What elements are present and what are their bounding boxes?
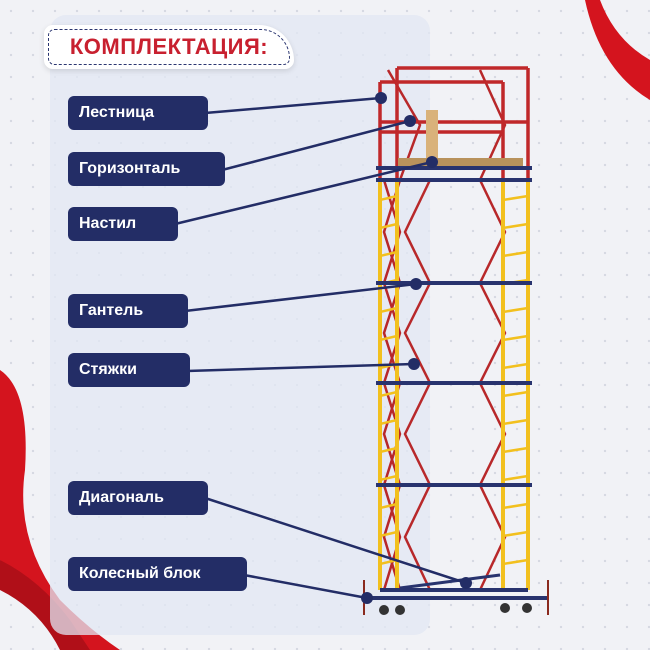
ladder-rung bbox=[379, 306, 398, 314]
label-ladder: Лестница bbox=[68, 96, 208, 130]
ladder-rung bbox=[502, 418, 529, 426]
ladder-rung bbox=[379, 530, 398, 538]
ladder-rung bbox=[502, 502, 529, 510]
ladder-rung bbox=[502, 474, 529, 482]
ladder-rung bbox=[379, 418, 398, 426]
label-wheel-block: Колесный блок bbox=[68, 557, 247, 591]
ladder-rung bbox=[502, 446, 529, 454]
ladder-rung bbox=[502, 222, 529, 230]
ladder-rung bbox=[379, 194, 398, 202]
ladder-rung bbox=[502, 334, 529, 342]
ladder-rung bbox=[502, 530, 529, 538]
label-dumbbell: Гантель bbox=[68, 294, 188, 328]
ladder-rung bbox=[379, 390, 398, 398]
ladder-rung bbox=[502, 362, 529, 370]
title-badge: КОМПЛЕКТАЦИЯ: bbox=[44, 25, 294, 69]
ladder-rung bbox=[502, 194, 529, 202]
ladder-rung bbox=[502, 306, 529, 314]
label-horizontal: Горизонталь bbox=[68, 152, 225, 186]
ladder-rung bbox=[379, 222, 398, 230]
ladder-rung bbox=[379, 502, 398, 510]
ladder-rung bbox=[502, 558, 529, 566]
ladder-rung bbox=[502, 390, 529, 398]
label-ties: Стяжки bbox=[68, 353, 190, 387]
label-deck: Настил bbox=[68, 207, 178, 241]
ladder-rung bbox=[379, 474, 398, 482]
ladder-rung bbox=[379, 334, 398, 342]
page-title: КОМПЛЕКТАЦИЯ: bbox=[48, 29, 290, 65]
ladder-rung bbox=[379, 250, 398, 258]
label-diagonal: Диагональ bbox=[68, 481, 208, 515]
ladder-rung bbox=[502, 250, 529, 258]
ladder-rung bbox=[379, 446, 398, 454]
